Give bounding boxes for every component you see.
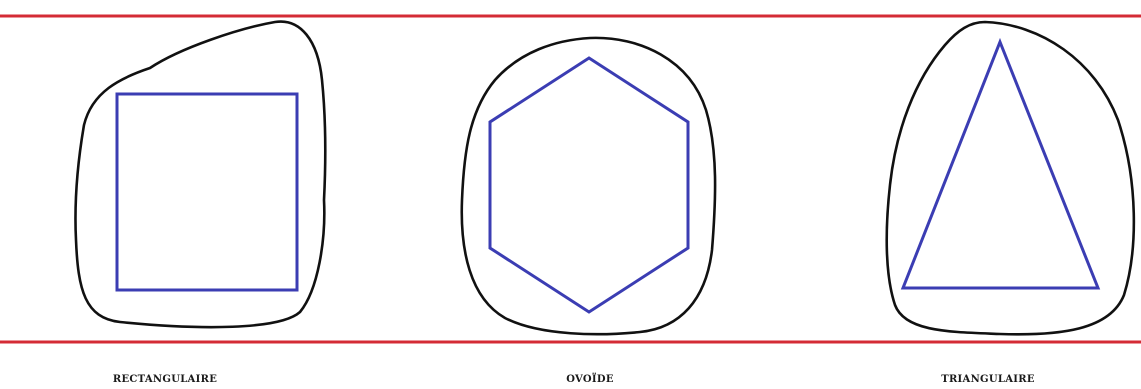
triangulaire-figure [887, 22, 1134, 334]
ovoide-label: OVOÏDE [566, 374, 614, 386]
triangulaire-triangle-shape [903, 42, 1098, 288]
rectangulaire-figure [75, 22, 325, 328]
rectangulaire-label: RECTANGULAIRE [113, 374, 217, 386]
triangulaire-label: TRIANGULAIRE [941, 374, 1035, 386]
ovoide-face-outline [462, 38, 715, 334]
ovoide-hexagon-shape [490, 58, 688, 312]
ovoide-figure [462, 38, 715, 334]
rectangulaire-square-shape [117, 94, 297, 290]
rectangulaire-face-outline [75, 22, 325, 328]
